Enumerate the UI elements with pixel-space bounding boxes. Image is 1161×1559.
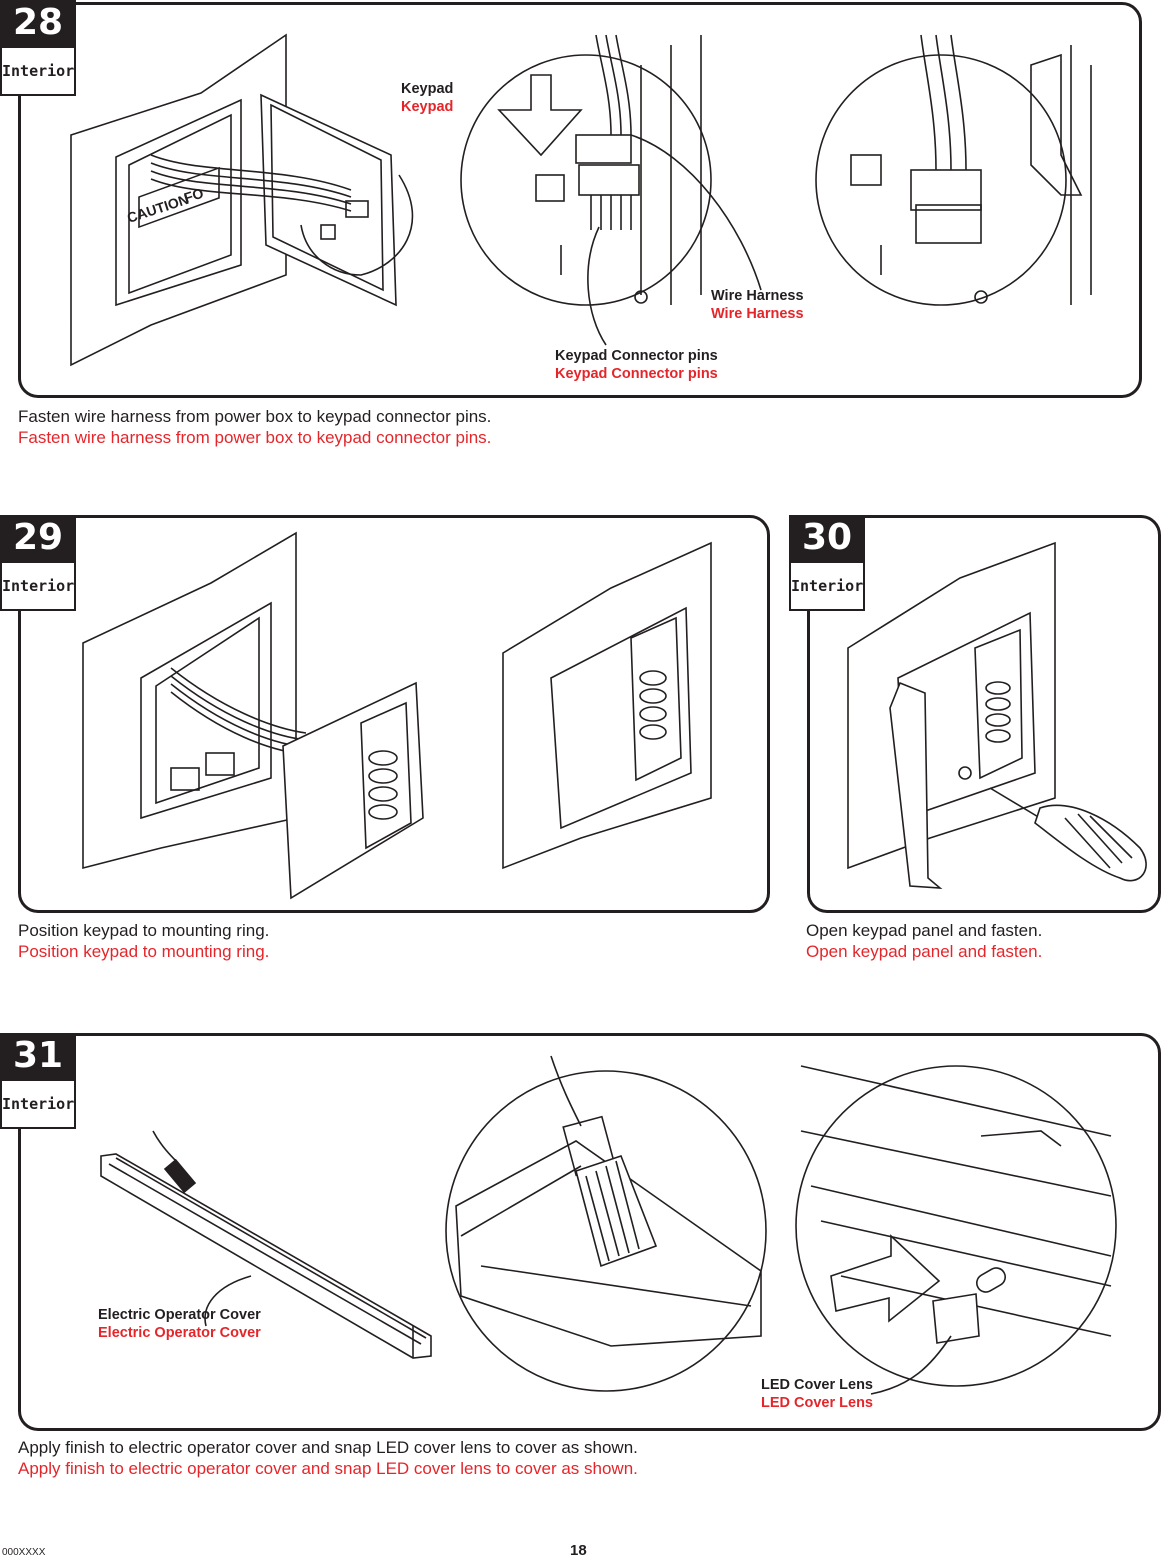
step-location-label: Interior (0, 46, 76, 96)
callout-cover-translation: Electric Operator Cover (98, 1325, 261, 1341)
step-29-tab: 29 Interior (0, 515, 76, 612)
callout-connector-text: Keypad Connector pins (555, 348, 718, 364)
step-location-label: Interior (0, 561, 76, 611)
document-code: 000XXXX (2, 1547, 46, 1558)
callout-wire-harness-text: Wire Harness (711, 288, 804, 304)
caption-translation: Fasten wire harness from power box to ke… (18, 428, 492, 447)
callout-cover-text: Electric Operator Cover (98, 1307, 261, 1323)
caption-text: Open keypad panel and fasten. (806, 921, 1043, 940)
step-number: 31 (0, 1033, 76, 1079)
caption-translation: Position keypad to mounting ring. (18, 942, 270, 961)
callout-wire-harness: Wire Harness Wire Harness (711, 287, 804, 323)
caption-text: Apply finish to electric operator cover … (18, 1438, 638, 1457)
callout-keypad-connector-pins: Keypad Connector pins Keypad Connector p… (555, 347, 718, 383)
callout-keypad-translation: Keypad (401, 99, 454, 115)
step-location-label: Interior (789, 561, 865, 611)
callout-led-cover-lens: LED Cover Lens LED Cover Lens (761, 1376, 873, 1412)
caption-text: Position keypad to mounting ring. (18, 921, 270, 940)
callout-keypad: Keypad Keypad (401, 80, 453, 116)
callout-connector-translation: Keypad Connector pins (555, 366, 718, 382)
step-location-label: Interior (0, 1079, 76, 1129)
step-28-panel: CAUTION FO Keypad Keypad Wire Harness Wi… (18, 2, 1142, 398)
callout-lens-text: LED Cover Lens (761, 1377, 873, 1393)
step-30-tab: 30 Interior (789, 515, 865, 612)
step-28-caption: Fasten wire harness from power box to ke… (18, 406, 491, 448)
fo-label: FO (182, 185, 206, 206)
callout-keypad-text: Keypad (401, 81, 454, 97)
caption-translation: Apply finish to electric operator cover … (18, 1459, 638, 1478)
step-28-tab: 28 Interior (0, 0, 76, 97)
step-31-caption: Apply finish to electric operator cover … (18, 1437, 638, 1479)
page-number: 18 (570, 1542, 587, 1559)
callout-electric-operator-cover: Electric Operator Cover Electric Operato… (98, 1306, 261, 1342)
caption-text: Fasten wire harness from power box to ke… (18, 407, 492, 426)
step-number: 30 (789, 515, 865, 561)
step-28-illustration: CAUTION FO (70, 33, 1092, 367)
step-29-caption: Position keypad to mounting ring. Positi… (18, 920, 269, 962)
step-29-panel (18, 515, 770, 913)
step-29-illustration (82, 531, 712, 900)
caption-translation: Open keypad panel and fasten. (806, 942, 1043, 961)
callout-wire-harness-translation: Wire Harness (711, 306, 804, 322)
step-30-illustration (847, 541, 1147, 889)
step-number: 29 (0, 515, 76, 561)
step-30-panel (807, 515, 1161, 913)
step-31-panel: Electric Operator Cover Electric Operato… (18, 1033, 1161, 1431)
step-31-tab: 31 Interior (0, 1033, 76, 1130)
step-number: 28 (0, 0, 76, 46)
step-30-caption: Open keypad panel and fasten. Open keypa… (806, 920, 1042, 962)
callout-lens-translation: LED Cover Lens (761, 1395, 873, 1411)
step-31-illustration (100, 1055, 1117, 1395)
